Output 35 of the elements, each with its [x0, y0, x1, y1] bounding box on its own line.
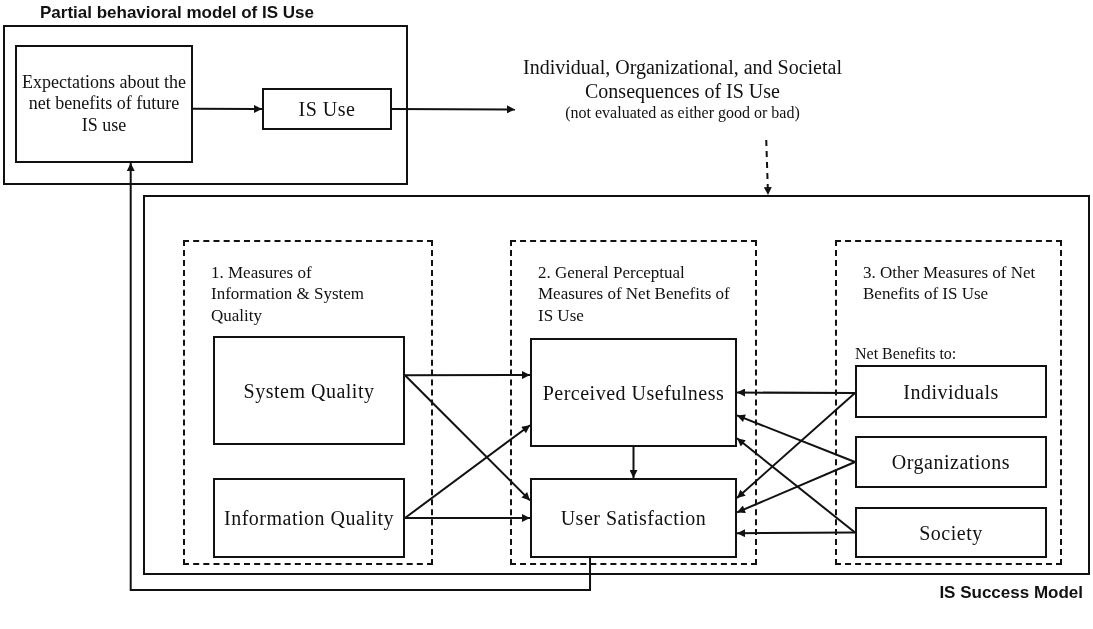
process-box: System Quality — [213, 336, 405, 445]
process-box: Perceived Usefulness — [530, 338, 737, 447]
process-box: Organizations — [855, 436, 1047, 488]
outcome-text: Individual, Organizational, and Societal Consequences of IS Use — [522, 55, 843, 103]
note-text: (not evaluated as either good or bad) — [564, 103, 801, 123]
measure-group — [183, 240, 433, 565]
arrow — [736, 388, 856, 397]
arrow — [736, 392, 856, 499]
group-heading: 1. Measures of Information & System Quality — [211, 262, 365, 326]
arrow — [736, 529, 856, 538]
group-heading: 3. Other Measures of Net Benefits of IS Use — [863, 262, 1037, 305]
arrow — [404, 514, 531, 522]
process-box: Society — [855, 507, 1047, 558]
arrow — [629, 446, 638, 479]
subheading: Net Benefits to: — [855, 345, 957, 363]
model-title: IS Success Model — [939, 583, 1083, 603]
arrow — [391, 105, 516, 114]
process-box: IS Use — [262, 88, 392, 130]
arrow — [126, 162, 592, 591]
arrow — [404, 371, 531, 380]
process-box: Expectations about the net benefits of future IS use — [15, 45, 193, 163]
arrow — [192, 104, 263, 113]
arrow — [736, 437, 856, 534]
measure-group — [835, 240, 1062, 565]
process-box: Individuals — [855, 365, 1047, 418]
arrow — [736, 414, 856, 463]
arrow — [736, 461, 856, 514]
process-box: User Satisfaction — [530, 478, 737, 558]
process-box: Information Quality — [213, 478, 405, 558]
model-title: Partial behavioral model of IS Use — [40, 3, 314, 23]
arrow — [404, 374, 531, 502]
group-heading: 2. General Perceptual Measures of Net Benefits of IS Use — [538, 262, 731, 326]
measure-group — [510, 240, 757, 565]
arrow — [404, 424, 531, 519]
arrow — [763, 139, 772, 196]
